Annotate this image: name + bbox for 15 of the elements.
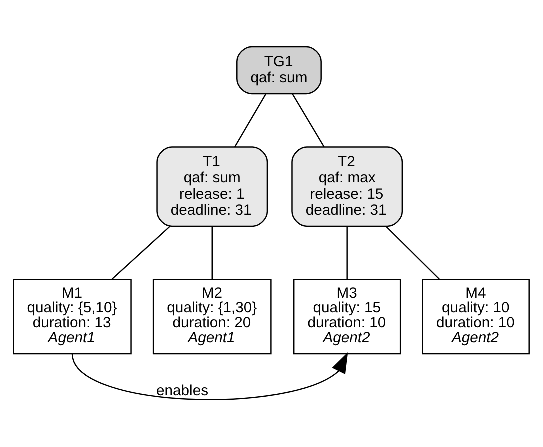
connector [212, 226, 213, 280]
node-box: M2 quality: {1,30} duration: 20 Agent1 [152, 279, 272, 355]
node-box: T1 qaf: sum release: 1 deadline: 31 [156, 146, 268, 228]
node-box: M1 quality: {5,10} duration: 13 Agent1 [13, 279, 132, 355]
node-box: TG1 qaf: sum [236, 46, 322, 95]
connector [112, 226, 170, 280]
connector [346, 226, 348, 280]
arrow [72, 352, 348, 400]
connector [386, 226, 440, 280]
node-box: M3 quality: 15 duration: 10 Agent2 [293, 279, 402, 355]
edge-label: enables [156, 384, 209, 400]
connector [234, 94, 267, 148]
connector [292, 94, 325, 148]
node-box: T2 qaf: max release: 15 deadline: 31 [292, 146, 404, 228]
node-box: M4 quality: 10 duration: 10 Agent2 [422, 279, 530, 355]
